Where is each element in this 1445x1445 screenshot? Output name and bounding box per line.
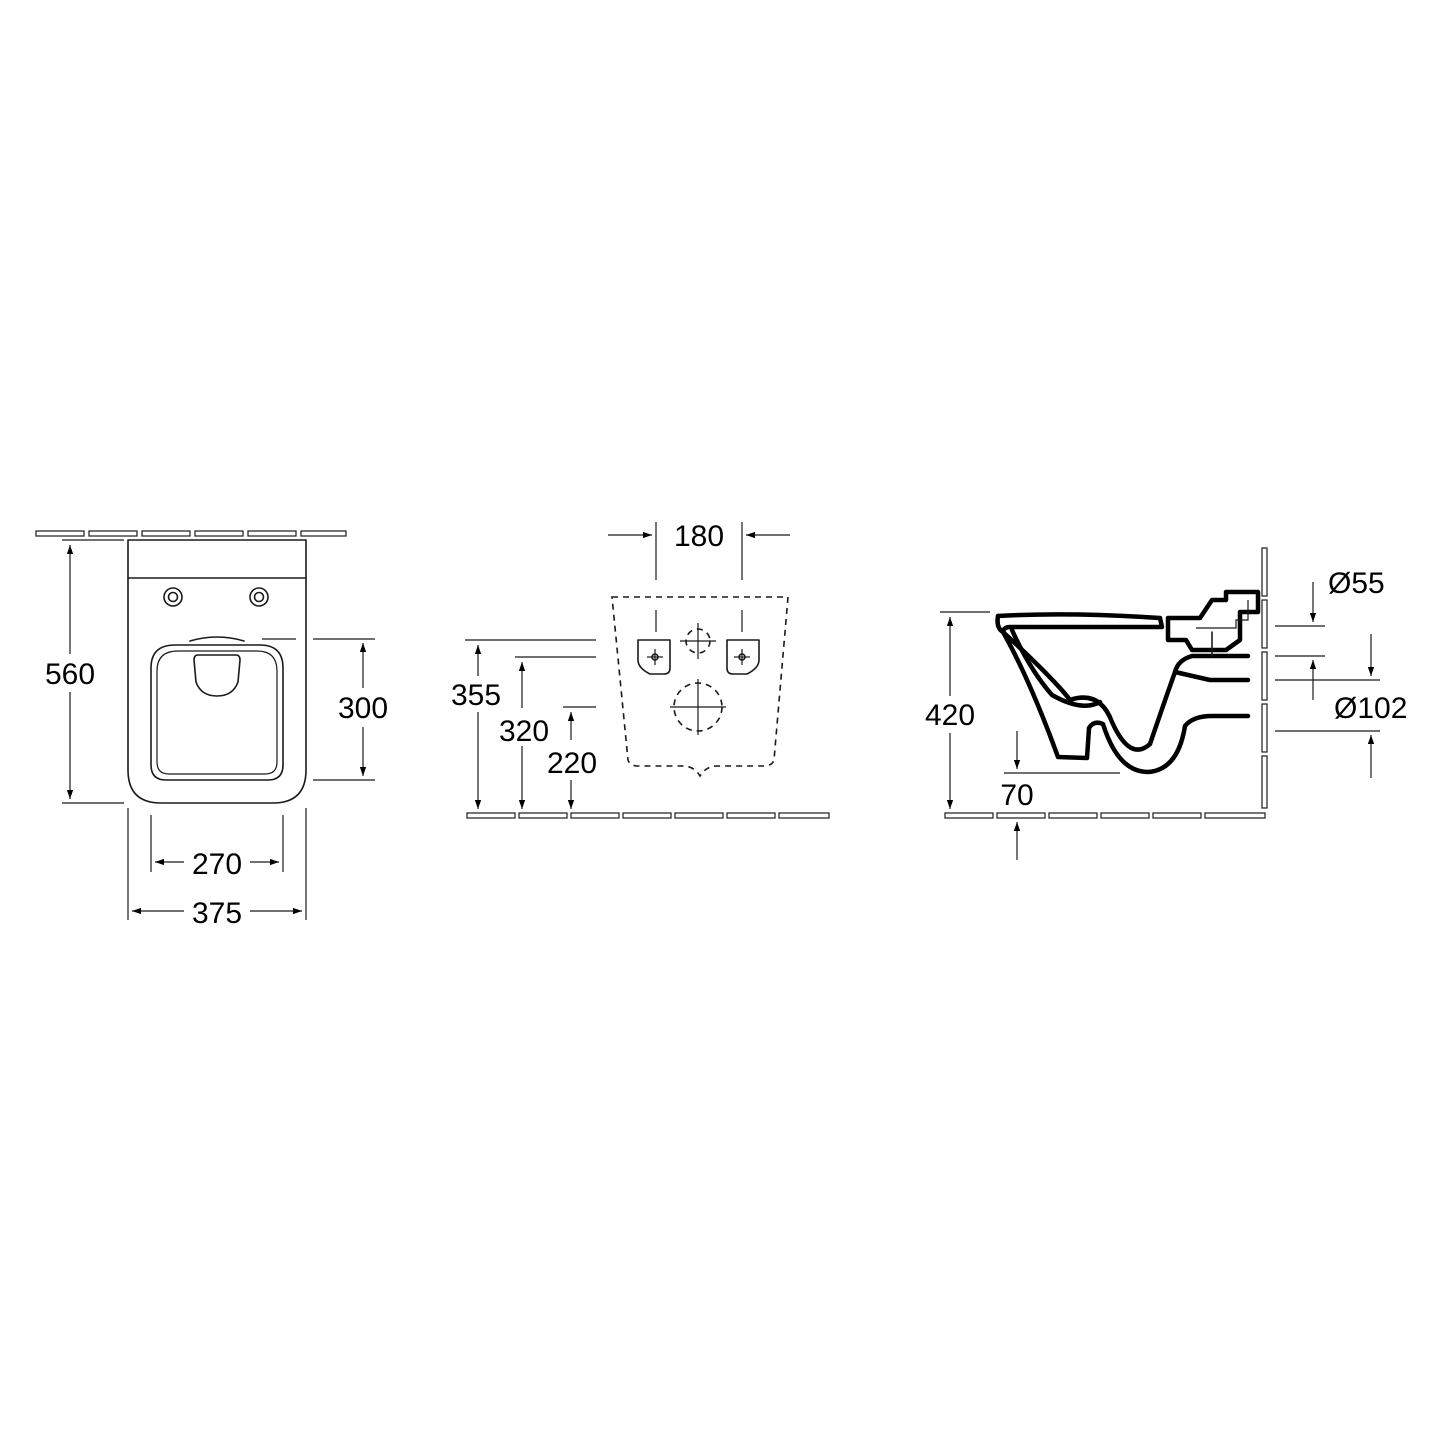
dim-70: 70 [1000,779,1033,812]
outlet-spigot-inner [1196,600,1249,629]
fixing-cap-right [249,587,269,607]
bowl-outline-rear [611,596,789,778]
dim-320: 320 [499,715,549,748]
outlet-circle-rear [670,679,726,735]
seat-inner-2 [156,650,278,775]
dim-180: 180 [674,520,724,553]
bowl-profile-outer [995,612,1251,775]
bowl-profile-inner [995,613,1251,752]
floor-line-side [944,812,1266,819]
bowl-hole [193,654,241,697]
dim-o55: Ø55 [1328,567,1385,600]
fixing-hole-right [734,649,750,665]
floor-line-rear [466,812,830,819]
inlet-circle-rear [680,623,716,659]
fixing-cap-left [163,587,183,607]
rim-channel [1009,627,1103,708]
dim-270: 270 [192,848,242,881]
wall-line-top [35,530,347,537]
top-view: 560 300 270 375 [35,530,388,930]
fixing-lug-right [726,639,760,675]
fixing-hole-left [647,649,663,665]
dim-220: 220 [547,747,597,780]
outlet-spigot [1165,589,1261,653]
seat-inner [150,644,284,781]
dim-375: 375 [192,897,242,930]
dim-420: 420 [925,699,975,732]
dim-355: 355 [451,679,501,712]
fixing-lug-left [637,639,671,675]
dim-o102: Ø102 [1334,692,1407,725]
seat-hinge [189,636,245,642]
dim-560: 560 [45,658,95,691]
wall-line-side [1261,547,1268,809]
dim-300: 300 [338,692,388,725]
rear-view: 180 355 320 220 [451,520,830,819]
side-view: 420 70 Ø55 Ø102 [925,547,1407,860]
bowl-outline-top [127,539,307,804]
